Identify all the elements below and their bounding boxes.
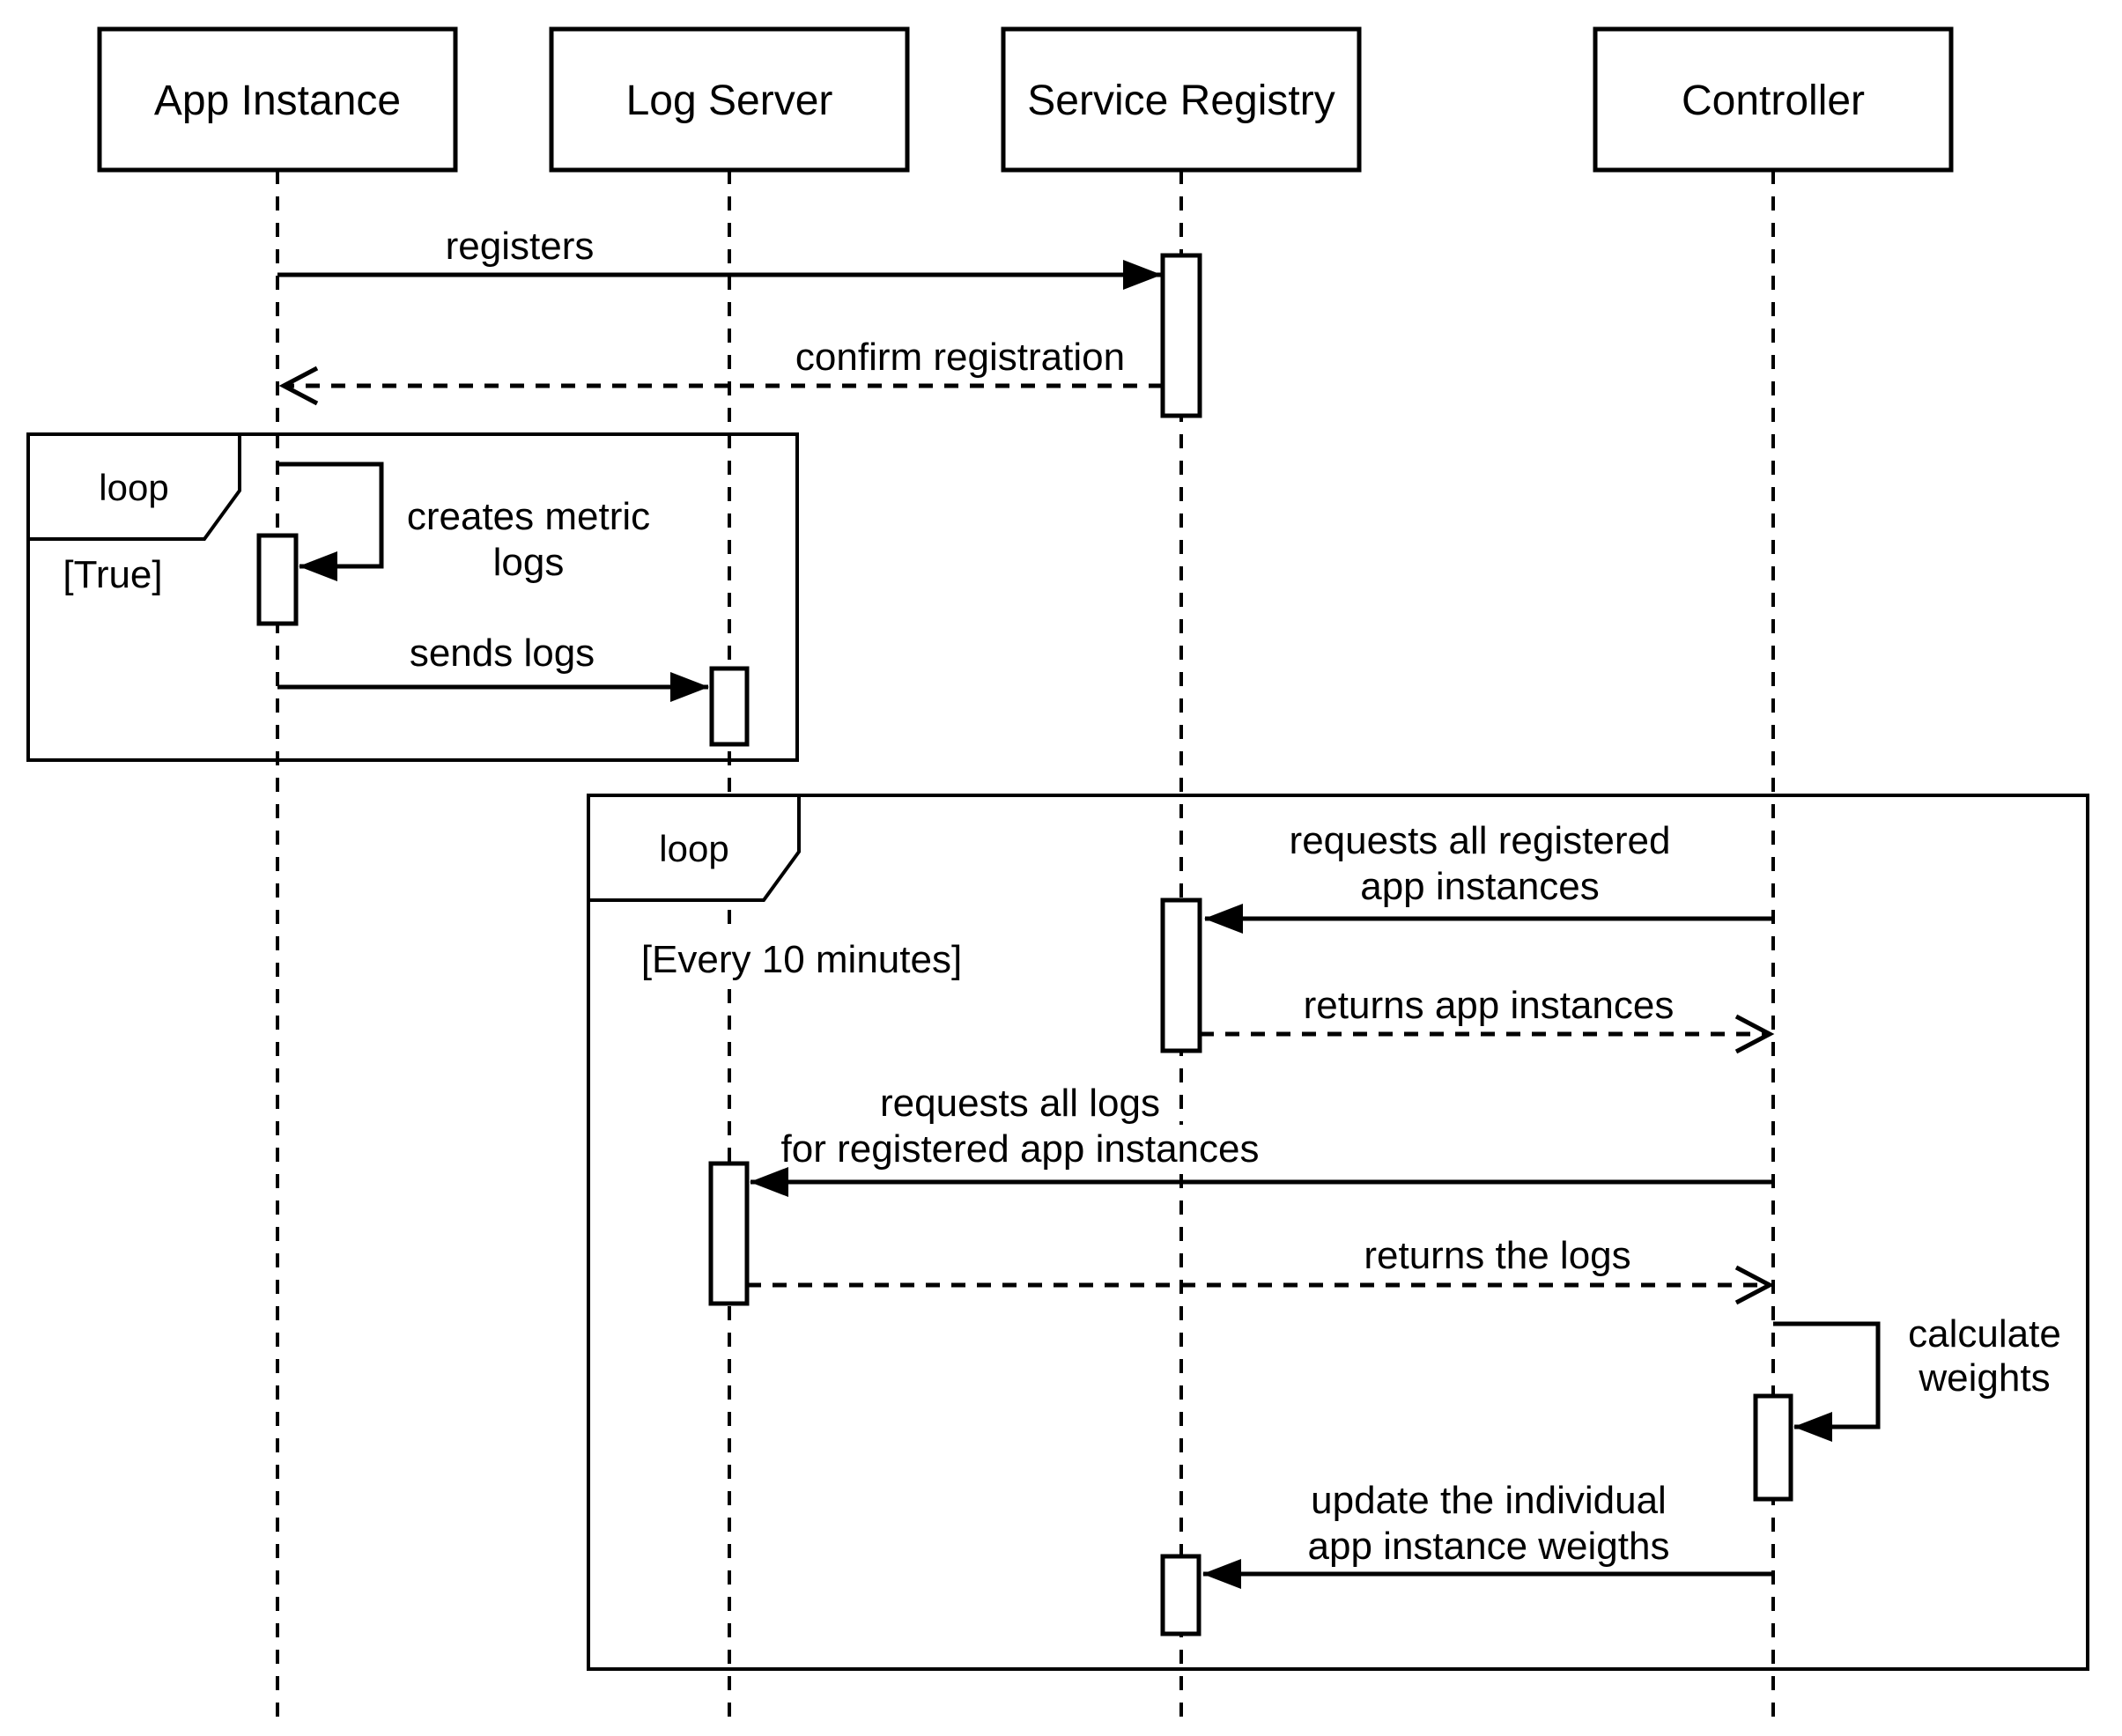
loop-fragment-1-guard: [True] — [63, 553, 162, 596]
loop-fragment-2-operator: loop — [659, 828, 728, 869]
message-requests-all-logs-label-line1: requests all logs — [880, 1082, 1160, 1125]
message-returns-app-instances-label: returns app instances — [1304, 984, 1675, 1027]
activation-service-registry-3 — [1160, 1554, 1201, 1636]
loop-fragment-1-operator: loop — [99, 467, 168, 508]
loop-fragment-1-pentagon — [26, 432, 241, 541]
participant-label-controller: Controller — [1682, 78, 1865, 124]
activation-log-server-1 — [709, 666, 750, 747]
messages: registers confirm registration creates m… — [277, 225, 2061, 1589]
message-calculate-weights-arrow — [1773, 1321, 1881, 1442]
participant-label-service-registry: Service Registry — [1027, 78, 1335, 124]
guard-label-background — [625, 935, 978, 979]
message-requests-registered-instances-label-line2: app instances — [1360, 865, 1600, 908]
loop-fragment-1: loop [True] — [26, 432, 799, 762]
message-returns-the-logs-label: returns the logs — [1364, 1234, 1630, 1277]
message-label-background — [773, 1125, 1271, 1167]
participant-label-log-server: Log Server — [626, 78, 833, 124]
activation-controller-1 — [1753, 1393, 1793, 1502]
participant-label-app-instance: App Instance — [154, 78, 401, 124]
message-confirm-registration-label: confirm registration — [795, 336, 1125, 379]
message-creates-metric-logs-label-line2: logs — [493, 541, 565, 584]
activation-log-server-2 — [708, 1161, 750, 1306]
activation-service-registry-2 — [1160, 898, 1202, 1053]
activation-app-instance-1 — [256, 533, 299, 626]
message-requests-all-logs-label-line2: for registered app instances — [781, 1127, 1260, 1171]
activation-bars — [256, 253, 1793, 1636]
message-calculate-weights-label-line1: calculate — [1908, 1312, 2061, 1356]
participants: App Instance Log Server Service Registry… — [97, 26, 1954, 173]
message-update-weights-label-line1: update the individual — [1311, 1479, 1667, 1522]
participant-box-log-server — [549, 26, 910, 173]
participant-box-controller — [1593, 26, 1954, 173]
message-creates-metric-logs-label-line1: creates metric — [407, 495, 650, 538]
message-update-weights-label-line2: app instance weigths — [1308, 1525, 1670, 1568]
loop-fragment-2-guard: [Every 10 minutes] — [641, 938, 962, 981]
message-requests-registered-instances-label-line1: requests all registered — [1290, 819, 1671, 862]
message-calculate-weights-label-line2: weights — [1918, 1356, 2050, 1400]
activation-service-registry-1 — [1160, 253, 1202, 418]
loop-fragment-2-frame — [587, 794, 2089, 1671]
participant-box-service-registry — [1001, 26, 1362, 173]
participant-box-app-instance — [97, 26, 458, 173]
loop-fragment-2: loop [Every 10 minutes] — [587, 794, 2089, 1671]
message-registers-label: registers — [446, 225, 595, 268]
message-sends-logs-label: sends logs — [410, 632, 595, 675]
message-creates-metric-logs-arrow — [277, 462, 384, 581]
loop-fragment-1-frame — [26, 432, 799, 762]
loop-fragment-2-pentagon — [587, 794, 801, 902]
